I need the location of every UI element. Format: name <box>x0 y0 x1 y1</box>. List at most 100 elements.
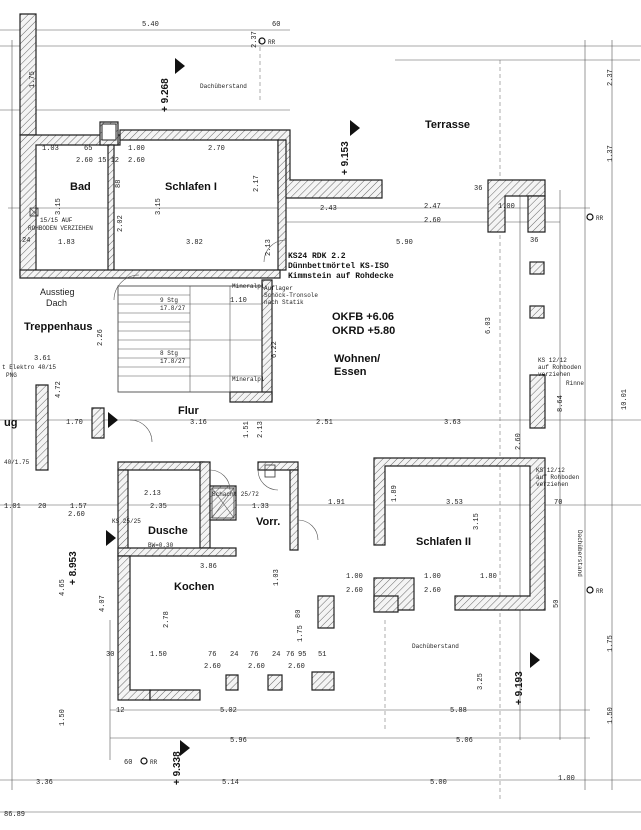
dim-label: 2.37 <box>607 69 615 86</box>
dim-label: 2.37 <box>251 31 259 48</box>
note-auflager-1: Auflager <box>264 285 293 292</box>
elevation-9338: + 9.338 <box>172 751 183 785</box>
dim-label: 2.17 <box>253 175 261 192</box>
note-stairs-9b: 17.8/27 <box>160 305 186 312</box>
dim-label: 3.15 <box>473 513 481 530</box>
dim-label: 6.22 <box>271 341 279 358</box>
dim-label: 2.60 <box>76 157 93 165</box>
dim-label: 76 <box>286 651 294 659</box>
note-dachueberstand-2: Dachüberstand <box>412 643 459 650</box>
room-label-wohnen: Wohnen/ <box>334 353 380 365</box>
dim-label: 3.82 <box>186 239 203 247</box>
dim-label: 20 <box>38 503 46 511</box>
dim-label: 2.13 <box>265 239 273 256</box>
dim-label: 2.60 <box>424 587 441 595</box>
dim-label: 5.40 <box>142 21 159 29</box>
dim-label: 15 12 <box>98 157 119 165</box>
dim-label: 51 <box>318 651 326 659</box>
note-elektro: t Elektro 40/15 <box>2 364 56 371</box>
dim-label: 1.00 <box>346 573 363 581</box>
dim-label: 1.00 <box>424 573 441 581</box>
dim-label: 5.88 <box>450 707 467 715</box>
note-stairs-8b: 17.8/27 <box>160 358 186 365</box>
rr-markers <box>140 37 594 765</box>
dim-label: 1.75 <box>29 71 37 88</box>
dim-label: 5.00 <box>430 779 447 787</box>
note-bottom-value: 86.89 <box>4 811 25 819</box>
note-nische-1: 15/15 AUF <box>40 217 73 224</box>
dim-label: 1.57 <box>70 503 87 511</box>
dim-label: 60 <box>272 21 280 29</box>
room-label-terrasse: Terrasse <box>425 119 470 131</box>
dim-label: 2.47 <box>424 203 441 211</box>
dim-label: 3.25 <box>477 673 485 690</box>
note-stairs-8: 8 Stg <box>160 350 178 357</box>
note-ks-1b: auf Rohboden <box>538 364 582 371</box>
note-png: PNG <box>6 372 17 379</box>
note-ks-2c: verziehen <box>536 481 569 488</box>
room-label-dach: Dach <box>46 298 67 308</box>
dim-label: 2.60 <box>128 157 145 165</box>
dim-label: 70 <box>554 499 562 507</box>
dim-label: 24 <box>272 651 280 659</box>
dim-label: 12 <box>116 707 124 715</box>
staircase <box>117 285 263 393</box>
dim-label: 3.16 <box>190 419 207 427</box>
dim-label: 4.72 <box>55 381 63 398</box>
note-rinne: Rinne <box>566 380 584 387</box>
dim-label: 2.02 <box>117 215 125 232</box>
dim-label: 2.78 <box>163 611 171 628</box>
note-auflager-3: nach Statik <box>264 299 304 306</box>
dim-label: 5.96 <box>230 737 247 745</box>
dim-label: 3.36 <box>36 779 53 787</box>
dim-label: 1.33 <box>252 503 269 511</box>
room-label-ug: ug <box>4 417 17 429</box>
dim-label: 2.60 <box>248 663 265 671</box>
dim-label: 2.35 <box>150 503 167 511</box>
note-mineralpl-2: Mineralpl <box>232 376 265 383</box>
dim-label: 76 <box>250 651 258 659</box>
dim-label: 1.89 <box>391 485 399 502</box>
dim-label: 1.83 <box>58 239 75 247</box>
note-ks-1c: verziehen <box>538 371 571 378</box>
room-label-vorr: Vorr. <box>256 516 280 528</box>
note-bw: BW=0.30 <box>148 542 174 549</box>
dim-label: 1.00 <box>128 145 145 153</box>
dim-label: 36 <box>530 237 538 245</box>
dim-label: 2.51 <box>316 419 333 427</box>
note-ks-25: KS 25/25 <box>112 518 141 525</box>
note-mineralpl-1: Mineralpl <box>232 283 265 290</box>
spec-line-2: Dünnbettmörtel KS-ISO <box>288 262 389 271</box>
dim-label: 1.50 <box>59 709 67 726</box>
room-label-schlafen-2: Schlafen II <box>416 536 471 548</box>
note-ks-2: KS 12/12 <box>536 467 565 474</box>
dim-label: 2.26 <box>97 329 105 346</box>
rr-label-4: RR <box>150 759 158 766</box>
room-label-dusche: Dusche <box>148 525 188 537</box>
dim-label: 2.60 <box>288 663 305 671</box>
dim-label: 1.70 <box>66 419 83 427</box>
dim-label: 2.70 <box>208 145 225 153</box>
dim-label: 5.02 <box>220 707 237 715</box>
dim-label: 2.60 <box>68 511 85 519</box>
room-label-ausstieg: Ausstieg <box>40 287 75 297</box>
rr-label-2: RR <box>596 215 604 222</box>
dim-label: 88 <box>115 180 123 188</box>
dim-label: 50 <box>553 600 561 608</box>
note-40-175: 40/1.75 <box>4 459 30 466</box>
room-label-schlafen-1: Schlafen I <box>165 181 217 193</box>
dim-label: 1.50 <box>150 651 167 659</box>
dim-label: 1.80 <box>480 573 497 581</box>
rr-label-3: RR <box>596 588 604 595</box>
dim-label: 2.60 <box>515 433 523 450</box>
elevation-9193: + 9.193 <box>514 671 525 705</box>
dim-label: 1.01 <box>4 503 21 511</box>
dim-label: 3.15 <box>55 198 63 215</box>
level-okfb: OKFB +6.06 <box>332 311 394 323</box>
dim-label: 3.61 <box>34 355 51 363</box>
dim-label: 2.60 <box>204 663 221 671</box>
dim-label: 24 <box>22 237 30 245</box>
room-labels: Bad Schlafen I Terrasse Treppenhaus Auss… <box>4 119 471 593</box>
note-schacht: Schacht 25/72 <box>212 491 259 498</box>
note-dachueberstand-3: Dachüberstand <box>576 530 583 577</box>
